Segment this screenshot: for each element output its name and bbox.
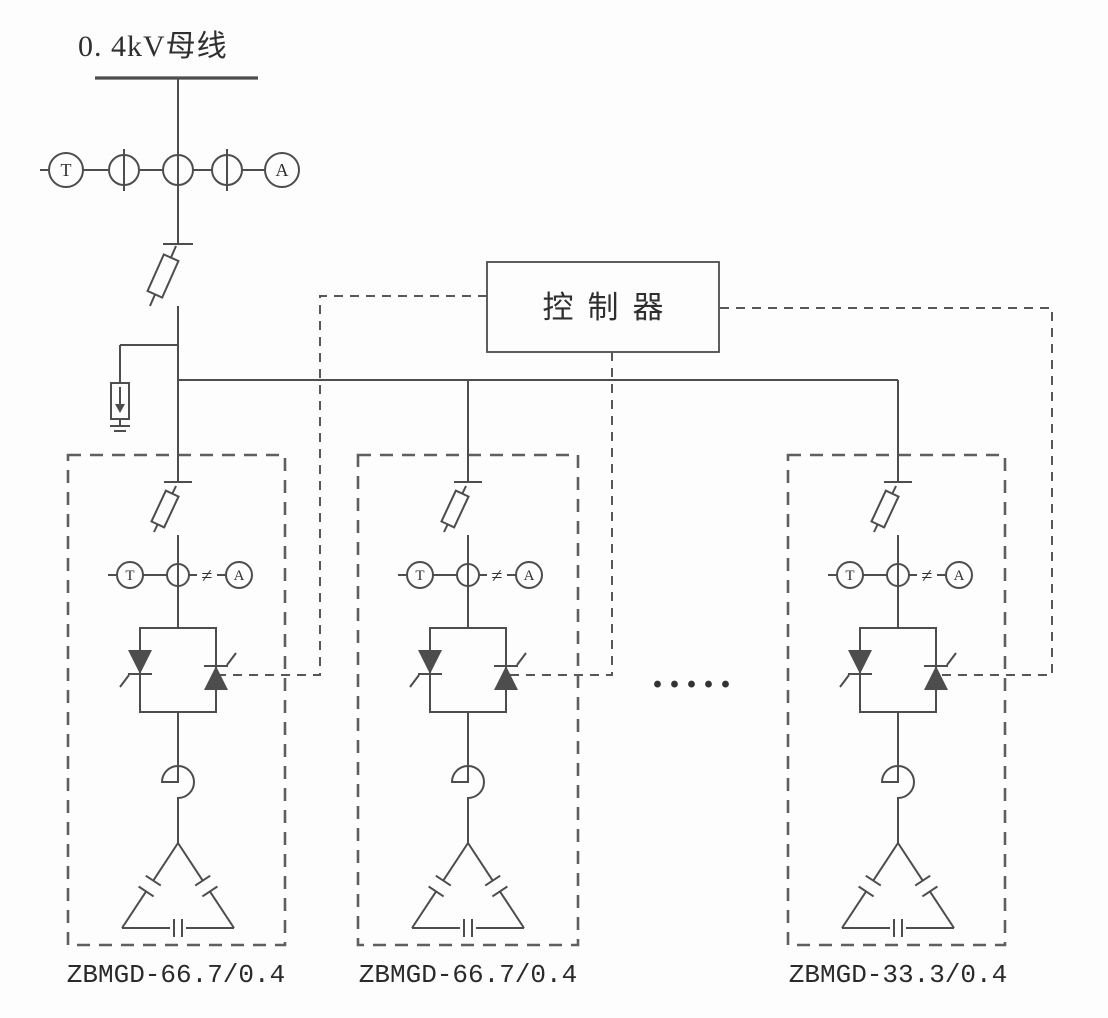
bus-label: 0. 4kV母线	[78, 30, 228, 63]
fuse-symbol	[870, 481, 912, 533]
control-wire-branch-3	[720, 307, 1053, 676]
branch-label: ZBMGD-66.7/0.4	[67, 960, 285, 990]
meter-t-label: T	[125, 568, 134, 584]
fuse-symbol	[440, 481, 482, 533]
meter-t-label: T	[845, 568, 854, 584]
thyristor-module	[839, 627, 957, 713]
branch-meters: T ≠ A	[398, 561, 543, 589]
reactor-symbol	[880, 712, 915, 843]
capacitor-delta	[411, 842, 525, 937]
arrow-icon	[115, 404, 125, 413]
branch-label: ZBMGD-66.7/0.4	[359, 960, 577, 990]
thyristor-module	[409, 627, 527, 713]
surge-arrester	[110, 344, 178, 432]
ground-symbol	[110, 425, 130, 432]
meter-a-circle	[264, 152, 300, 188]
thyristor-module	[119, 627, 237, 713]
branch-meters: T ≠ A	[828, 561, 973, 589]
branch-label: ZBMGD-33.3/0.4	[789, 960, 1007, 990]
meter-t-label: T	[415, 568, 424, 584]
meter-t-label: T	[61, 160, 72, 180]
fuse-symbol	[150, 481, 192, 533]
meter-a-circle	[515, 561, 543, 589]
capacitor-delta	[841, 842, 955, 937]
reactor-symbol	[450, 712, 485, 843]
controller-label: 控制器	[543, 290, 678, 325]
branch-enclosure	[66, 453, 287, 947]
varmeter-symbol: ≠	[492, 565, 503, 587]
incoming-meters: T A	[40, 149, 300, 191]
branch-unit-3: T ≠ A	[786, 380, 1007, 990]
meter-a-circle	[945, 561, 973, 589]
meter-a-label: A	[954, 568, 965, 584]
ellipsis-dots: ·····	[650, 662, 735, 708]
capacitor-delta	[121, 842, 235, 937]
branch-unit-2: T ≠ A	[356, 380, 580, 990]
varmeter-symbol: ≠	[922, 565, 933, 587]
controller-box: 控制器	[486, 261, 720, 353]
control-wire-branch-2	[506, 352, 613, 676]
meter-a-label: A	[524, 568, 535, 584]
meter-a-circle	[225, 561, 253, 589]
branch-meters: T ≠ A	[108, 561, 253, 589]
varmeter-symbol: ≠	[202, 565, 213, 587]
main-fuse-switch	[146, 243, 193, 307]
reactor-symbol	[160, 712, 195, 843]
branch-unit-1: T ≠ A	[66, 380, 287, 990]
branch-enclosure	[786, 453, 1007, 947]
meter-a-label: A	[234, 568, 245, 584]
control-wire-branch-1	[216, 295, 487, 676]
meter-a-label: A	[276, 160, 289, 180]
